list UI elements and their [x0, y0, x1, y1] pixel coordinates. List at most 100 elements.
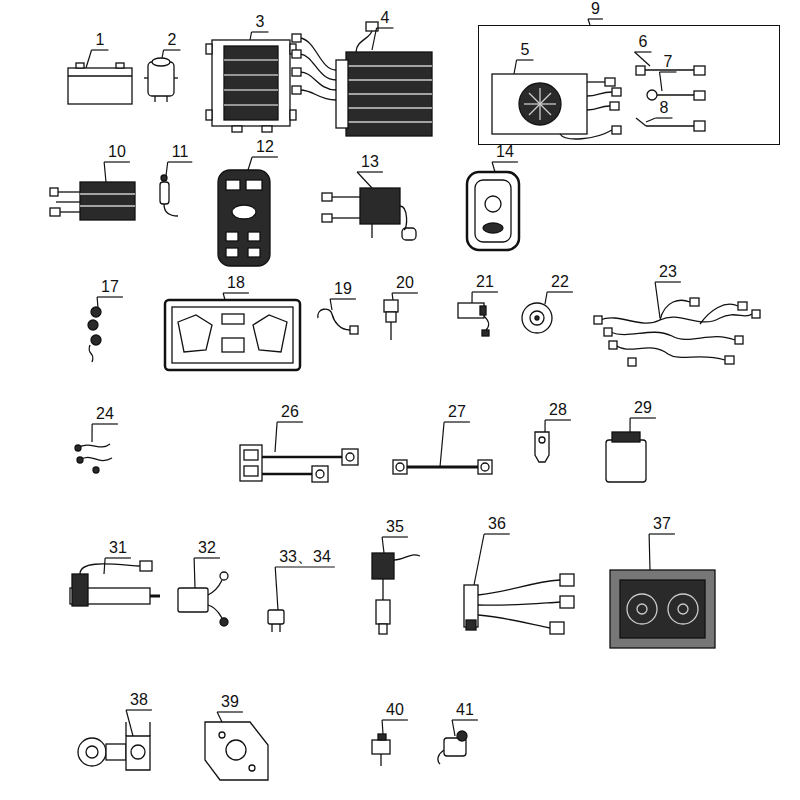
leader-line — [250, 32, 252, 40]
leader-line — [545, 292, 547, 304]
callout-number: 38 — [129, 692, 149, 708]
leader-line — [97, 297, 99, 308]
callout-number: 37 — [652, 516, 672, 532]
leader-line — [544, 420, 545, 432]
leader-line — [166, 162, 168, 176]
callout-number: 33、34 — [278, 549, 332, 565]
leader-line — [660, 72, 662, 91]
leader-line — [471, 292, 472, 303]
callout-number: 2 — [167, 32, 178, 48]
callout-number: 20 — [395, 275, 415, 291]
leader-line — [91, 424, 92, 442]
leader-line — [330, 299, 332, 310]
leader-line — [86, 50, 92, 68]
callout-underline — [392, 292, 418, 293]
callout-number: 18 — [226, 275, 246, 291]
callout-underline — [252, 31, 269, 32]
callout-number: 29 — [633, 400, 653, 416]
leader-line — [126, 710, 133, 736]
callout-underline — [92, 423, 118, 424]
callout-underline — [472, 291, 498, 292]
callout-number: 28 — [548, 402, 568, 418]
callout-underline — [164, 49, 181, 50]
callout-number: 11 — [171, 144, 190, 160]
leader-line — [629, 418, 630, 432]
callout-number: 32 — [197, 540, 217, 556]
callout-underline — [382, 719, 408, 720]
leader-line — [392, 293, 394, 300]
callout-number: 24 — [95, 406, 115, 422]
callout-underline — [252, 156, 278, 157]
callout-number: 3 — [255, 14, 266, 30]
leader-line — [382, 537, 384, 553]
leader-line — [104, 162, 106, 182]
callout-underline — [655, 281, 681, 282]
callout-number: 9 — [591, 1, 600, 17]
leader-line — [223, 293, 225, 300]
callout-underline — [357, 171, 383, 172]
leader-line — [492, 162, 495, 172]
callout-number: 21 — [475, 274, 495, 290]
callout-underline — [635, 51, 652, 52]
leader-line — [217, 712, 222, 722]
callout-underline — [649, 533, 675, 534]
callout-underline — [517, 59, 534, 60]
callout-underline — [377, 27, 394, 28]
callout-number: 17 — [100, 279, 120, 295]
callout-number: 23 — [658, 264, 678, 280]
leader-line — [104, 558, 105, 574]
leader-line — [162, 50, 164, 58]
callout-underline — [484, 533, 510, 534]
leader-line — [440, 422, 444, 467]
callout-underline — [223, 292, 249, 293]
callout-number: 1 — [95, 32, 106, 48]
callout-number: 40 — [385, 702, 405, 718]
callout-underline — [194, 557, 220, 558]
callout-number: 5 — [520, 42, 531, 58]
callout-number: 27 — [447, 404, 467, 420]
leader-line — [649, 534, 651, 570]
callout-underline — [444, 421, 470, 422]
leader-line — [474, 534, 484, 585]
leader-line — [452, 720, 455, 736]
callout-number: 26 — [280, 404, 300, 420]
callout-underline — [382, 536, 408, 537]
callout-underline — [126, 709, 152, 710]
callout-underline — [660, 71, 677, 72]
leader-line — [655, 282, 660, 318]
callout-underline — [630, 417, 656, 418]
callout-number: 14 — [495, 144, 515, 160]
callout-underline — [452, 719, 478, 720]
leader-line — [382, 720, 384, 734]
callout-underline — [275, 566, 335, 567]
callout-number: 13 — [360, 154, 380, 170]
callout-number: 39 — [220, 694, 240, 710]
leader-line — [275, 422, 277, 452]
callout-underline — [105, 557, 131, 558]
callout-number: 4 — [380, 10, 391, 26]
callout-underline — [217, 711, 243, 712]
callout-underline — [588, 18, 603, 19]
leader-line — [635, 52, 650, 66]
leader-line — [357, 172, 372, 188]
callout-number: 41 — [455, 702, 475, 718]
leader-line — [248, 157, 252, 170]
callout-underline — [168, 161, 193, 162]
callout-number: 6 — [638, 34, 649, 50]
callout-number: 8 — [659, 100, 670, 116]
callout-underline — [330, 298, 356, 299]
callout-underline — [492, 161, 518, 162]
leader-line — [372, 28, 377, 50]
leader-line — [194, 558, 196, 588]
callout-number: 10 — [107, 144, 127, 160]
callout-number: 35 — [385, 519, 405, 535]
callout-number: 12 — [255, 139, 275, 155]
leader-line — [646, 118, 656, 122]
callout-number: 22 — [550, 274, 570, 290]
callout-underline — [104, 161, 130, 162]
callout-underline — [547, 291, 573, 292]
callout-number: 7 — [663, 54, 674, 70]
